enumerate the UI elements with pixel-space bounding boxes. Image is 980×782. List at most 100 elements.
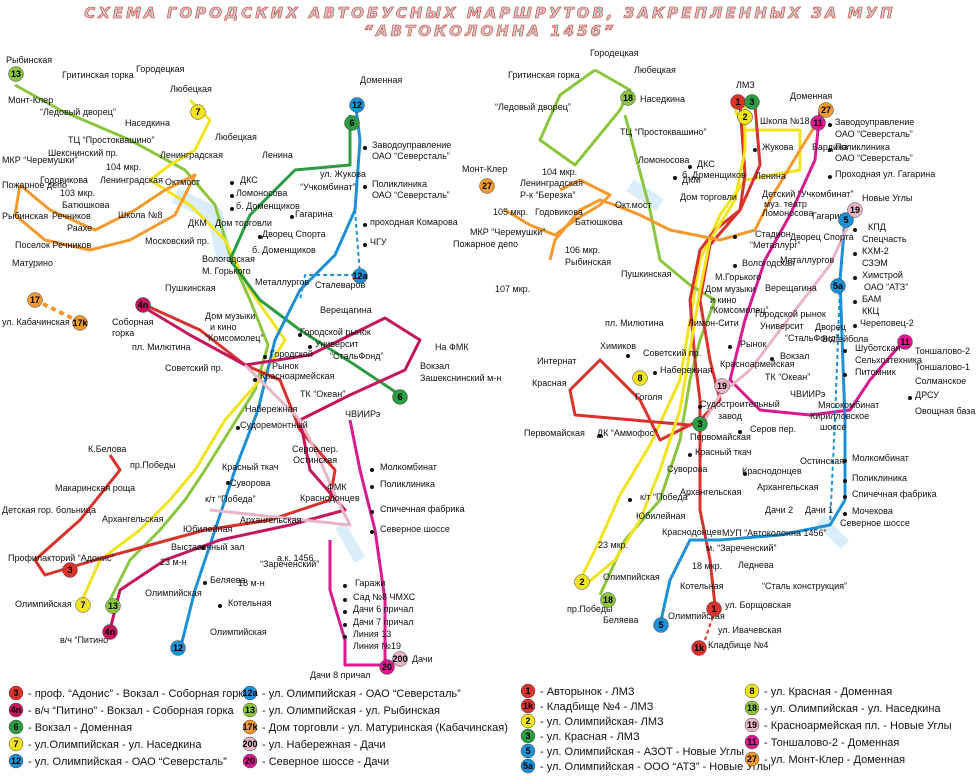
left-stop-label: б. Доменщиков — [252, 245, 316, 255]
svg-text:27: 27 — [482, 181, 492, 191]
svg-text:13: 13 — [108, 601, 118, 611]
legend-right1-item: 1k- Кладбище №4 - ЛМЗ — [520, 698, 654, 714]
right-stop-label: КПД — [868, 222, 886, 232]
left-stop-label: Профилакторий “Адонис” — [8, 553, 115, 563]
route-badge-12a: 12a — [352, 268, 368, 284]
left-stop-label: Матурино — [12, 258, 53, 268]
left-stop-label: Спичечная фабрика — [380, 504, 465, 514]
left-stop-label: Макаринская роща — [55, 483, 135, 493]
svg-text:3: 3 — [749, 97, 754, 107]
right-stop-label: Набережная — [660, 365, 712, 375]
route-19-right — [703, 209, 857, 421]
left-stop-label: Речников — [52, 211, 91, 221]
stop-dot — [733, 264, 737, 268]
svg-text:11: 11 — [900, 337, 910, 347]
right-stop-label: и кино — [710, 295, 736, 305]
right-stop-label: КХМ-2 — [862, 246, 889, 256]
right-stop-label: шоссе — [820, 422, 846, 432]
right-stop-label: ТЦ “Простоквашино” — [620, 127, 707, 137]
right-stop-label: Пушкинская — [621, 269, 672, 279]
left-stop-label: Дачи 6 причал — [353, 604, 413, 614]
right-stop-label: Солманское — [915, 376, 966, 386]
route-1k-right — [704, 609, 716, 641]
right-stop-label: Юбилейная — [636, 511, 686, 521]
svg-text:- ул. Олимпийская - ОАО “Север: - ул. Олимпийская - ОАО “Северсталь” — [262, 688, 461, 700]
svg-text:17k: 17k — [242, 722, 258, 732]
route-badge-27: 27 — [818, 102, 834, 118]
right-stop-label: ДРСУ — [915, 390, 939, 400]
route-badge-19: 19 — [847, 202, 863, 218]
svg-text:- Северное шоссе - Дачи: - Северное шоссе - Дачи — [262, 756, 389, 768]
left-stop-label: проходная Комарова — [370, 217, 458, 227]
route-badge-3: 3 — [62, 562, 78, 578]
route-27b-right — [504, 178, 612, 237]
route-badge-7: 7 — [190, 104, 206, 120]
svg-text:6: 6 — [397, 392, 402, 402]
right-stop-label: ДКС — [697, 159, 715, 169]
right-stop-label: Леднева — [738, 560, 774, 570]
left-stop-label: Красный ткач — [222, 462, 279, 472]
svg-text:5: 5 — [843, 215, 848, 225]
left-stop-label: Школа №8 — [118, 210, 163, 220]
right-stop-label: Тоншалово-2 — [915, 346, 970, 356]
left-stop-label: ОАО “Северсталь” — [372, 151, 450, 161]
svg-text:13: 13 — [11, 69, 21, 79]
left-stop-label: Вологодская — [202, 254, 255, 264]
right-stop-label: Дом музыки — [705, 284, 755, 294]
left-stop-label: “Зареченский” — [260, 559, 319, 569]
left-stop-label: ТЦ “Простоквашино” — [68, 135, 155, 145]
left-stop-label: ФМК — [327, 482, 347, 492]
right-stop-label: Университ — [760, 321, 804, 331]
left-stop-label: Металлургов — [255, 277, 309, 287]
svg-text:12: 12 — [173, 643, 183, 653]
route-badge-18: 18 — [600, 592, 616, 608]
svg-text:12: 12 — [352, 100, 362, 110]
legend-mid-item: 12a- ул. Олимпийская - ОАО “Северсталь” — [242, 685, 461, 701]
stop-dot — [843, 479, 847, 483]
right-stop-label: Ленина — [755, 171, 786, 181]
legend-right2-item: 27- ул. Монт-Клер - Доменная — [744, 751, 905, 767]
left-stop-label: Юбилейная — [183, 524, 233, 534]
stop-dot — [626, 354, 630, 358]
legend-left-item: 3 - проф. “Адонис” - Вокзал - Соборная го… — [8, 685, 250, 701]
right-stop-label: “Сталь конструкция” — [762, 581, 847, 591]
right-stop-label: Монт-Клер — [462, 164, 507, 174]
right-stop-label: Проходная ул. Гагарина — [835, 169, 935, 179]
left-stop-label: ул. Жукова — [320, 169, 366, 179]
route-5-right — [658, 219, 847, 626]
right-stop-label: Химиков — [600, 341, 636, 351]
left-stop-label: Рыбинская — [6, 55, 52, 65]
route-badge-11: 11 — [897, 334, 913, 350]
left-stop-label: “СтальФонд” — [330, 351, 384, 361]
stop-dot — [236, 426, 240, 430]
route-badge-1: 1 — [706, 601, 722, 617]
left-stop-label: Дачи 8 причал — [310, 670, 370, 680]
svg-text:3: 3 — [13, 688, 18, 698]
stop-dot — [343, 623, 347, 627]
route-5a-right — [829, 284, 841, 526]
svg-text:11: 11 — [813, 118, 823, 128]
route-badge-17k: 17k — [72, 315, 88, 331]
right-stop-label: Краснодонцев — [742, 466, 802, 476]
right-stop-label: ДК “Аммофос” — [597, 428, 657, 438]
svg-text:- ул. Олимпийская - АЗОТ - Нов: - ул. Олимпийская - АЗОТ - Новые Углы — [540, 746, 744, 758]
left-stop-label: Линия №19 — [353, 641, 401, 651]
right-stop-label: Тоншалово-1 — [915, 362, 970, 372]
left-stop-label: “Комсомолец” — [205, 333, 263, 343]
stop-dot — [828, 175, 832, 179]
svg-text:5: 5 — [658, 620, 663, 630]
route-badge-20: 20 — [379, 659, 395, 675]
svg-text:- проф. “Адонис” - Вокзал - Со: - проф. “Адонис” - Вокзал - Соборная гор… — [28, 688, 250, 700]
stop-dot — [853, 300, 857, 304]
svg-text:7: 7 — [80, 600, 85, 610]
left-stop-label: Краснодонцев — [300, 493, 360, 503]
left-stop-label: Сад №8 ЧМХС — [353, 592, 416, 602]
right-stop-label: Батюшкова — [575, 217, 623, 227]
right-stop-label: Детский “Учкомбинат” — [762, 189, 853, 199]
svg-text:4n: 4n — [105, 627, 116, 637]
right-stop-label: Красная — [532, 378, 567, 388]
left-stop-label: Университ — [315, 339, 359, 349]
stop-dot — [853, 252, 857, 256]
right-stop-label: к/т “Победа” — [640, 492, 691, 502]
right-stop-label: 105 мкр. — [493, 207, 528, 217]
